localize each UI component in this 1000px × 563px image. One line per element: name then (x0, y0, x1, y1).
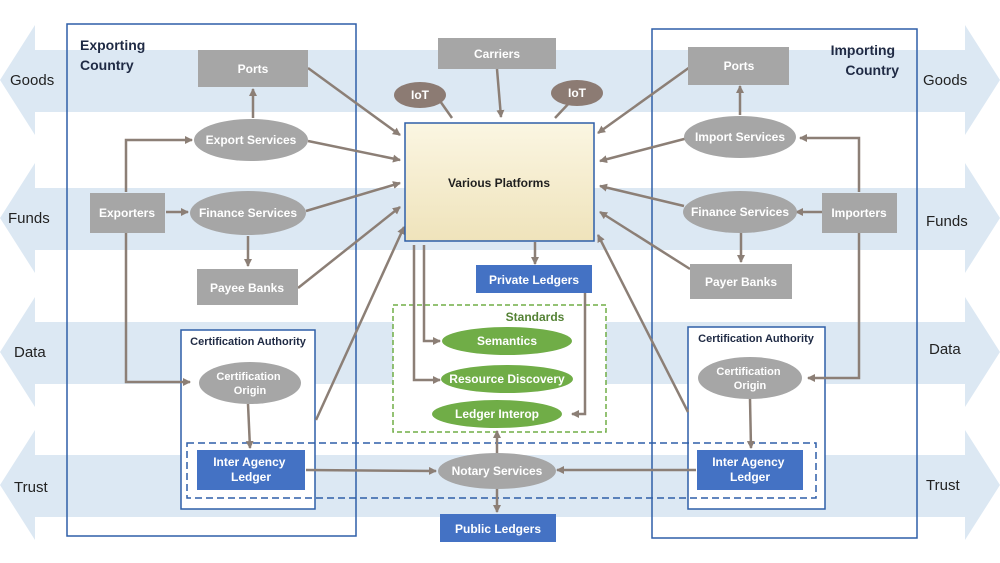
various-platforms-node[interactable]: Various Platforms (404, 122, 595, 242)
importing-country-label: Importing Country (831, 42, 900, 78)
various-platforms-label: Various Platforms (448, 176, 550, 190)
band-label-data-right: Data (929, 341, 961, 358)
resource-discovery-label: Resource Discovery (449, 372, 565, 386)
band-label-funds-right: Funds (926, 213, 968, 230)
importers-label: Importers (831, 206, 887, 220)
finance-services-right-node[interactable]: Finance Services (683, 191, 797, 233)
standards-label: Standards (506, 310, 565, 324)
payee-banks-node[interactable]: Payee Banks (197, 269, 298, 305)
exporting-country-label: Exporting Country (80, 37, 149, 73)
band-label-data-left: Data (14, 344, 46, 361)
private-ledgers-label: Private Ledgers (489, 273, 579, 287)
exporting-country-region (66, 23, 357, 537)
connector-arrows (124, 65, 861, 513)
payer-banks-node[interactable]: Payer Banks (690, 264, 792, 299)
payee-banks-label: Payee Banks (210, 281, 284, 295)
iot-left-node[interactable]: IoT (394, 82, 446, 108)
semantics-label: Semantics (477, 334, 537, 348)
private-ledgers-node[interactable]: Private Ledgers (476, 265, 592, 293)
band-label-trust-left: Trust (14, 479, 48, 496)
cert-origin-left-node[interactable]: Certification Origin (199, 362, 301, 404)
iot-right-label: IoT (568, 86, 587, 100)
notary-services-label: Notary Services (452, 464, 543, 478)
cert-authority-label-left: Certification Authority (190, 336, 307, 348)
iot-left-label: IoT (411, 88, 430, 102)
inter-agency-ledger-left-label: Inter Agency Ledger (213, 455, 289, 484)
semantics-node[interactable]: Semantics (442, 327, 572, 355)
ports-left-label: Ports (238, 62, 269, 76)
ledger-interop-node[interactable]: Ledger Interop (432, 400, 562, 428)
exporters-node[interactable]: Exporters (90, 193, 165, 233)
band-label-goods-right: Goods (923, 72, 967, 89)
band-label-goods-left: Goods (10, 72, 54, 89)
importing-country-region (651, 28, 918, 539)
band-label-trust-right: Trust (926, 477, 960, 494)
ports-right-label: Ports (724, 59, 755, 73)
cert-origin-left-label: Certification Origin (216, 371, 283, 397)
resource-discovery-node[interactable]: Resource Discovery (441, 365, 573, 393)
ledger-interop-label: Ledger Interop (455, 407, 539, 421)
cert-origin-right-node[interactable]: Certification Origin (698, 357, 802, 399)
ports-right-node[interactable]: Ports (688, 47, 789, 85)
export-services-node[interactable]: Export Services (194, 119, 308, 161)
finance-services-left-label: Finance Services (199, 206, 297, 220)
public-ledgers-label: Public Ledgers (455, 522, 541, 536)
carriers-label: Carriers (474, 47, 520, 61)
band-label-funds-left: Funds (8, 210, 50, 227)
inter-agency-ledger-right-node[interactable]: Inter Agency Ledger (697, 450, 803, 490)
import-services-label: Import Services (695, 130, 785, 144)
ports-left-node[interactable]: Ports (198, 50, 308, 87)
public-ledgers-node[interactable]: Public Ledgers (440, 514, 556, 542)
carriers-node[interactable]: Carriers (438, 38, 556, 69)
finance-services-right-label: Finance Services (691, 205, 789, 219)
inter-agency-ledger-left-node[interactable]: Inter Agency Ledger (197, 450, 305, 490)
importers-node[interactable]: Importers (822, 193, 897, 233)
cert-origin-right-label: Certification Origin (716, 366, 783, 392)
payer-banks-label: Payer Banks (705, 275, 777, 289)
exporters-label: Exporters (99, 206, 155, 220)
notary-services-node[interactable]: Notary Services (438, 453, 556, 489)
trust-ledger-region (186, 442, 817, 499)
finance-services-left-node[interactable]: Finance Services (190, 191, 306, 235)
cert-authority-label-right: Certification Authority (698, 333, 815, 345)
export-services-label: Export Services (206, 133, 297, 147)
iot-right-node[interactable]: IoT (551, 80, 603, 106)
inter-agency-ledger-right-label: Inter Agency Ledger (712, 455, 788, 484)
import-services-node[interactable]: Import Services (684, 116, 796, 158)
